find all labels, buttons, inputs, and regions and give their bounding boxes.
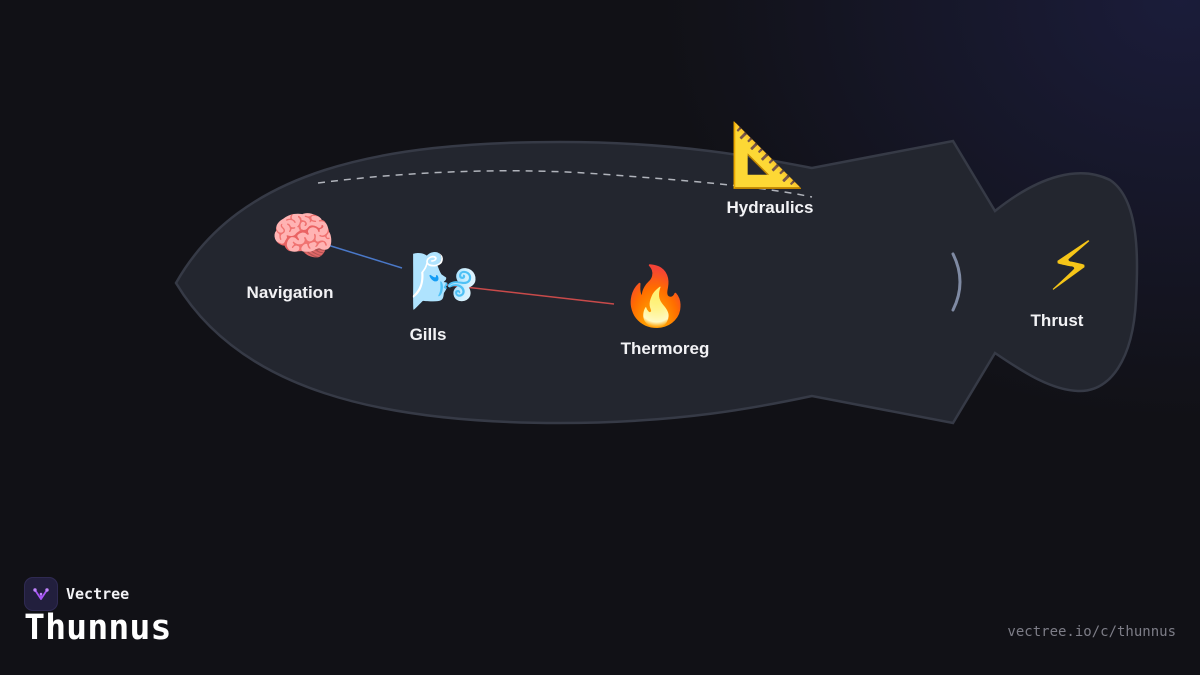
gill-arc	[951, 252, 962, 312]
footer-url[interactable]: vectree.io/c/thunnus	[1007, 624, 1176, 640]
organ-label-thermoreg: Thermoreg	[621, 339, 710, 358]
organ-label-gills: Gills	[410, 325, 447, 344]
organ-label-navigation: Navigation	[247, 283, 334, 302]
dorsal-dashed-line	[317, 170, 813, 198]
wind-face-icon: 🌬️	[409, 249, 479, 314]
link-gills-thermoreg	[429, 282, 615, 305]
brand: Vectree	[24, 577, 129, 611]
organ-label-thrust: Thrust	[1031, 311, 1084, 330]
page-title: Thunnus	[24, 608, 172, 648]
brain-icon: 🧠	[271, 207, 336, 267]
fire-icon: 🔥	[620, 262, 692, 330]
lightning-icon: ⚡	[1047, 228, 1095, 307]
link-navigation-gills	[317, 241, 403, 269]
brand-name: Vectree	[66, 585, 130, 603]
vectree-logo-icon	[24, 577, 58, 611]
fish-body	[174, 139, 1139, 425]
organ-label-hydraulics: Hydraulics	[727, 198, 814, 217]
triangular-ruler-icon: 📐	[729, 118, 806, 191]
